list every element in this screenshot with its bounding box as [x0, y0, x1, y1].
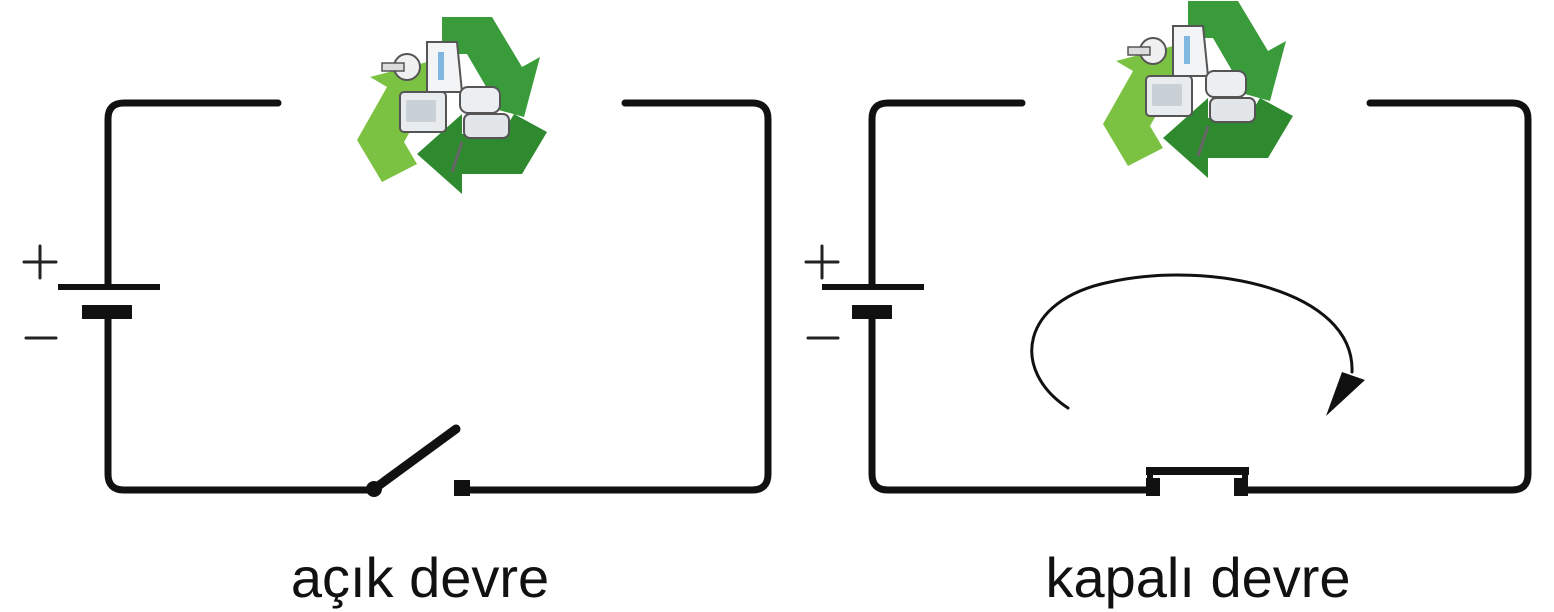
clockwise-arrow — [1030, 273, 1365, 416]
wire-top-left — [868, 99, 1026, 289]
open-circuit: açık devre — [22, 15, 772, 609]
battery — [22, 244, 160, 340]
wire-top-right — [460, 99, 772, 494]
battery — [804, 244, 924, 340]
recycle-appliances-icon — [355, 15, 549, 196]
switch-open — [366, 424, 470, 497]
wire-left-bottom — [104, 308, 376, 494]
circuit-caption: kapalı devre — [1045, 546, 1350, 609]
wire-top-left — [104, 99, 282, 289]
wire-left-bottom — [868, 308, 1156, 494]
switch-closed — [1146, 467, 1249, 496]
closed-circuit: kapalı devre — [804, 0, 1532, 609]
recycle-appliances-icon — [1101, 0, 1295, 180]
wire-top-right — [1242, 99, 1532, 494]
circuit-caption: açık devre — [291, 546, 549, 609]
